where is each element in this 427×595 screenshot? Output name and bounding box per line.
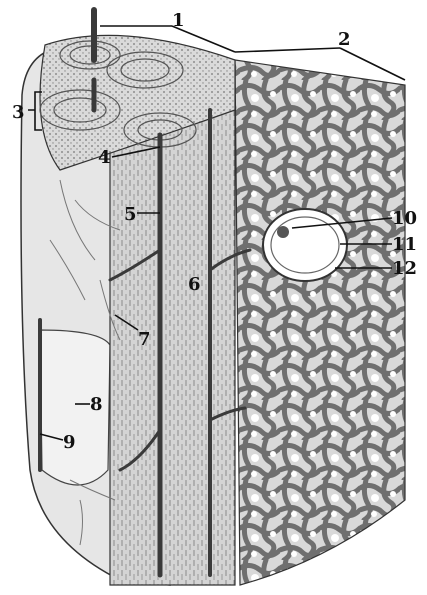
label-2: 2 [338,29,351,50]
label-8: 8 [90,394,103,415]
label-5: 5 [124,204,137,225]
label-7: 7 [138,329,151,350]
label-1: 1 [172,10,185,31]
haversian-cavity [263,209,347,281]
compact-bone-slab [110,105,235,585]
label-12: 12 [392,258,417,279]
spongy-bone-block [235,60,405,585]
label-9: 9 [63,432,76,453]
label-11: 11 [392,234,417,255]
label-6: 6 [188,274,201,295]
label-10: 10 [392,208,417,229]
label-3: 3 [12,102,25,123]
label-4: 4 [98,147,111,168]
